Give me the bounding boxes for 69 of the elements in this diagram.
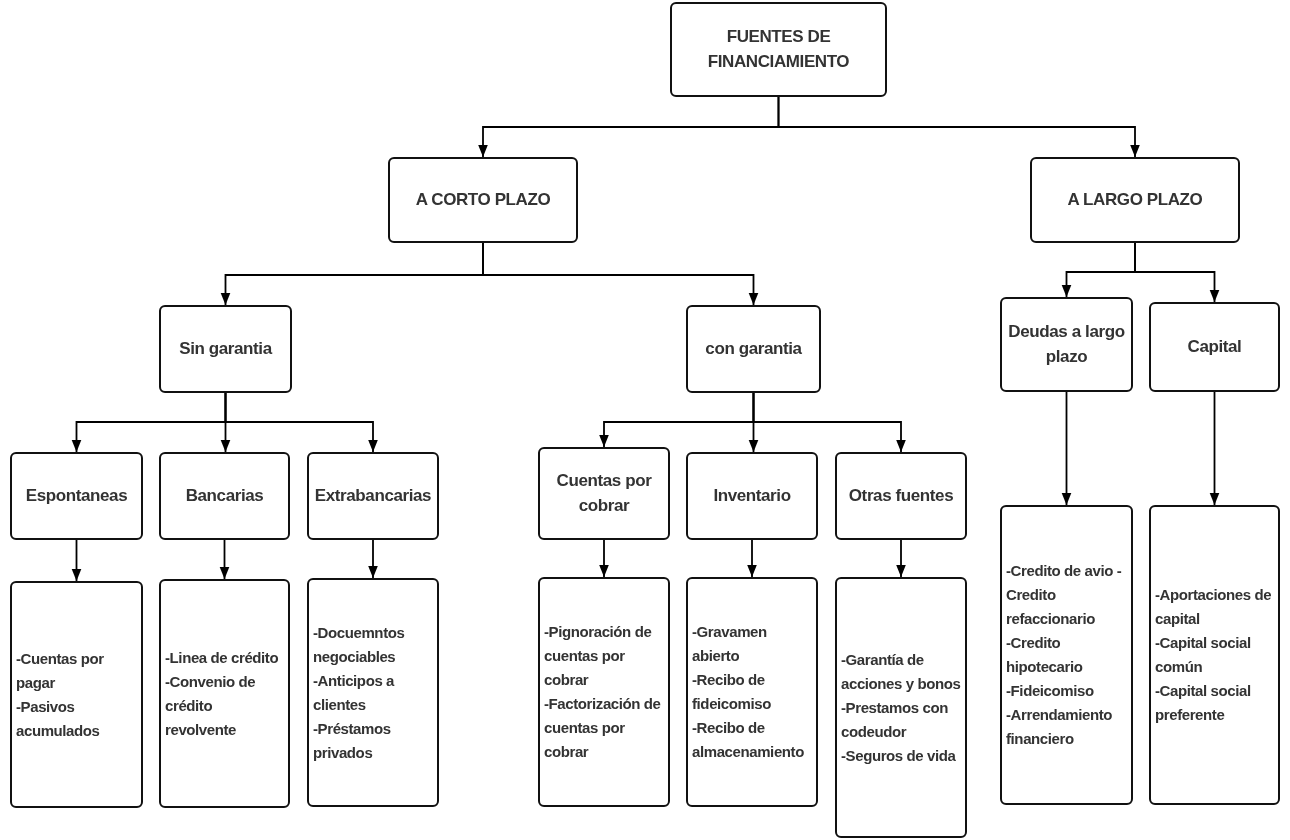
list-box: [1149, 505, 1280, 805]
category-box: [10, 452, 143, 540]
list-item: -Recibo de almacenamiento: [692, 718, 805, 762]
list-box: [538, 577, 670, 807]
node-label: Capital: [1187, 335, 1242, 358]
node-label: Inventario: [713, 484, 791, 507]
node-label: Otras fuentes: [848, 484, 954, 507]
connector-arrow: [224, 392, 378, 453]
connector-arrow: [71, 539, 82, 582]
list-item: -Recibo de fideicomiso: [692, 670, 772, 714]
connector-arrow: [368, 539, 378, 579]
connector-arrow: [747, 539, 757, 578]
category-box: [686, 305, 821, 393]
connector-arrow: [219, 539, 230, 580]
category-box: [538, 447, 670, 540]
list-item: -Garantía de acciones y bonos: [841, 649, 961, 694]
list-box: [1000, 505, 1133, 805]
list-item: -Factorización de cuentas por cobrar: [544, 694, 662, 762]
list-item: -Credito hipotecario: [1006, 633, 1084, 677]
category-box: [1149, 302, 1280, 392]
list-item: -Aportaciones de capital: [1155, 585, 1273, 629]
connector-arrow: [752, 392, 906, 453]
category-box: [388, 157, 578, 243]
category-box: [159, 452, 290, 540]
list-item: -Anticipos a clientes: [313, 670, 396, 715]
node-label: FUENTES DE FINANCIAMIENTO: [706, 25, 851, 73]
connector-arrow: [896, 539, 906, 578]
category-box: [1030, 157, 1240, 243]
connector-arrow: [1134, 242, 1220, 303]
list-box: [10, 581, 143, 808]
connector-arrow: [1209, 391, 1220, 506]
list-item: -Prestamos con codeudor: [841, 697, 949, 742]
list-box: [159, 579, 290, 808]
node-label: A CORTO PLAZO: [415, 188, 551, 211]
list-item: -Credito de avio -Credito refaccionario: [1006, 561, 1123, 629]
list-item: -Préstamos privados: [313, 718, 392, 763]
list-item: -Seguros de vida: [841, 745, 957, 766]
connector-arrow: [1061, 391, 1072, 506]
node-label: Espontaneas: [25, 484, 128, 507]
category-box: [1000, 297, 1133, 392]
node-label: con garantia: [705, 337, 802, 360]
list-item: -Pasivos acumulados: [16, 696, 101, 741]
list-item: -Pignoración de cuentas por cobrar: [544, 622, 653, 690]
node-label: Deudas a largo plazo: [1007, 320, 1126, 368]
list-item: -Convenio de crédito revolvente: [165, 671, 257, 740]
list-item: -Capital social común: [1155, 633, 1252, 677]
list-item: -Linea de crédito: [165, 647, 280, 668]
list-item: -Arrendamiento financiero: [1006, 705, 1114, 749]
list-item: -Gravamen abierto: [692, 622, 768, 666]
node-label: Cuentas por cobrar: [555, 469, 653, 517]
list-item: -Cuentas por pagar: [16, 648, 105, 693]
connector-arrow: [777, 96, 1140, 158]
node-label: Extrabancarias: [314, 484, 432, 507]
list-box: [686, 577, 818, 807]
category-box: [835, 452, 967, 540]
category-box: [670, 2, 887, 97]
category-box: [159, 305, 292, 393]
node-label: Bancarias: [185, 484, 264, 507]
list-item: -Fideicomiso: [1006, 681, 1095, 701]
list-box: [307, 578, 439, 807]
connector-arrow: [482, 242, 759, 306]
node-label: A LARGO PLAZO: [1067, 188, 1203, 211]
category-box: [307, 452, 439, 540]
list-box: [835, 577, 967, 838]
list-item: -Docuemntos negociables: [313, 622, 406, 667]
category-box: [686, 452, 818, 540]
connector-arrow: [599, 539, 609, 578]
list-item: -Capital social preferente: [1155, 681, 1252, 725]
node-label: Sin garantia: [179, 337, 272, 360]
